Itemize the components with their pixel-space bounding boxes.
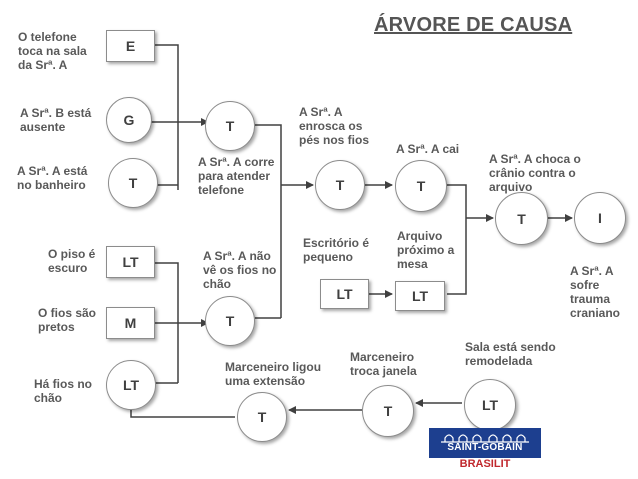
label-cai: A Srª. A cai [396, 142, 460, 156]
saint-gobain-logo: SAINT-GOBAIN BRASILIT [429, 428, 541, 474]
label-ausente: A Srª. B está ausente [20, 106, 92, 134]
node-t-enrosca: T [315, 160, 365, 210]
node-lt-escritorio: LT [320, 279, 369, 309]
logo-name: SAINT-GOBAIN [447, 442, 523, 453]
label-telefone: O telefone toca na sala da Srª. A [18, 30, 87, 72]
label-nao-ve: A Srª. A não vê os fios no chão [203, 249, 277, 291]
logo-arches-icon [441, 434, 529, 443]
node-lt-fios-chao: LT [106, 360, 156, 410]
node-lt-piso: LT [106, 246, 155, 278]
node-t-cai: T [395, 160, 447, 212]
label-banheiro: A Srª. A está no banheiro [17, 164, 88, 192]
label-piso: O piso é escuro [48, 247, 96, 275]
logo-bar: SAINT-GOBAIN [429, 428, 541, 458]
page-title: ÁRVORE DE CAUSA [374, 14, 573, 36]
node-t-corre: T [205, 101, 255, 151]
node-lt-arquivo: LT [395, 281, 445, 311]
node-e: E [106, 30, 155, 62]
edge-t2 [255, 124, 282, 318]
node-g: G [106, 97, 152, 143]
node-t-banheiro: T [108, 158, 158, 208]
node-i: I [574, 192, 626, 244]
node-m: M [106, 307, 155, 339]
label-choca: A Srª. A choca o crânio contra o arquivo [489, 152, 581, 194]
logo-sub: BRASILIT [459, 458, 511, 470]
label-sala-reforma: Sala está sendo remodelada [465, 340, 556, 368]
label-enrosca: A Srª. A enrosca os pés nos fios [299, 105, 370, 147]
label-trauma: A Srª. A sofre trauma craniano [570, 264, 621, 320]
edge-e [155, 44, 179, 190]
label-fios-chao: Há fios no chão [34, 377, 93, 405]
label-fios-pretos: O fios são pretos [38, 306, 97, 334]
label-escritorio: Escritório é pequeno [303, 236, 370, 264]
edge-lt1 [150, 262, 179, 383]
node-t-nao-ve: T [205, 296, 255, 346]
node-lt-sala: LT [464, 379, 516, 431]
edge-cai-bracket [447, 184, 467, 295]
node-t-extensao: T [237, 392, 287, 442]
label-janela: Marceneiro troca janela [350, 350, 417, 378]
label-extensao: Marceneiro ligou uma extensão [225, 360, 322, 388]
node-t-janela: T [362, 385, 414, 437]
node-t-choca: T [495, 192, 548, 245]
label-corre: A Srª. A corre para atender telefone [198, 155, 275, 197]
label-arquivo: Arquivo próximo a mesa [397, 229, 455, 271]
